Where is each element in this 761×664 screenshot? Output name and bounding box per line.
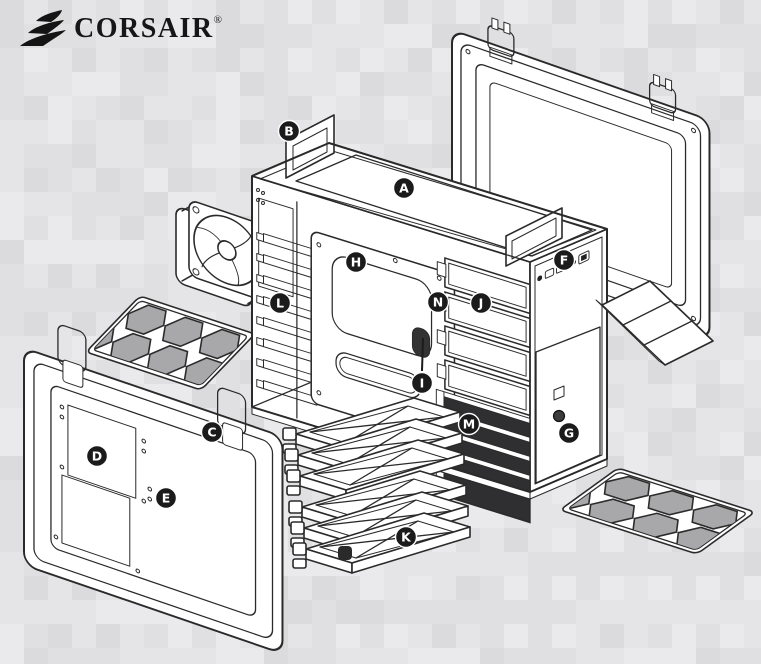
bay-cover [595, 280, 714, 366]
callout-A: A [392, 176, 416, 200]
svg-text:E: E [162, 491, 171, 506]
callout-J: J [469, 291, 493, 315]
registered-mark: ® [213, 13, 222, 26]
svg-text:N: N [433, 295, 443, 310]
svg-text:A: A [399, 181, 409, 196]
corsair-sails-icon [20, 10, 66, 46]
svg-text:M: M [463, 417, 475, 432]
callout-K: K [394, 525, 418, 549]
carry-handle-front [505, 207, 563, 267]
side-vent-mesh-upper [67, 404, 137, 499]
svg-text:L: L [276, 296, 284, 311]
rear-vent-mesh [258, 197, 294, 298]
hdd-tray-stack [282, 397, 471, 574]
corsair-logo: CORSAIR® [20, 8, 222, 48]
top-mesh-panel [295, 154, 593, 257]
part-callouts: A B C D E F G H I J K L M N [85, 119, 581, 549]
callout-C: C [200, 420, 224, 444]
svg-text:C: C [207, 425, 216, 440]
svg-text:I: I [420, 376, 425, 391]
svg-text:F: F [560, 253, 569, 268]
callout-D: D [85, 444, 109, 468]
callout-M: M [457, 412, 481, 436]
case-fan [175, 201, 266, 307]
cable-grommet [411, 327, 431, 358]
callout-E: E [154, 486, 178, 510]
callout-I: I [410, 371, 434, 395]
callout-B: B [277, 119, 301, 143]
svg-text:G: G [564, 426, 574, 441]
svg-text:D: D [92, 449, 102, 464]
svg-text:K: K [401, 530, 412, 545]
callout-leader-I [421, 337, 424, 372]
svg-text:B: B [284, 124, 294, 139]
side-vent-mesh-lower [61, 474, 131, 567]
svg-text:J: J [478, 296, 484, 311]
callout-N: N [426, 290, 450, 314]
front-intake-mesh [535, 326, 601, 484]
panel-screw-holes [53, 404, 153, 574]
drive-bays [436, 257, 531, 417]
callout-H: H [344, 250, 368, 274]
carry-handle-rear [285, 114, 335, 179]
panel-clip-hooks [487, 17, 677, 122]
callout-F: F [552, 248, 576, 272]
callout-L: L [268, 291, 292, 315]
brand-name: CORSAIR [74, 12, 214, 44]
svg-text:H: H [351, 255, 361, 270]
cpu-cutout [331, 256, 433, 357]
callout-G: G [557, 421, 581, 445]
panel-latch-left [57, 324, 87, 388]
